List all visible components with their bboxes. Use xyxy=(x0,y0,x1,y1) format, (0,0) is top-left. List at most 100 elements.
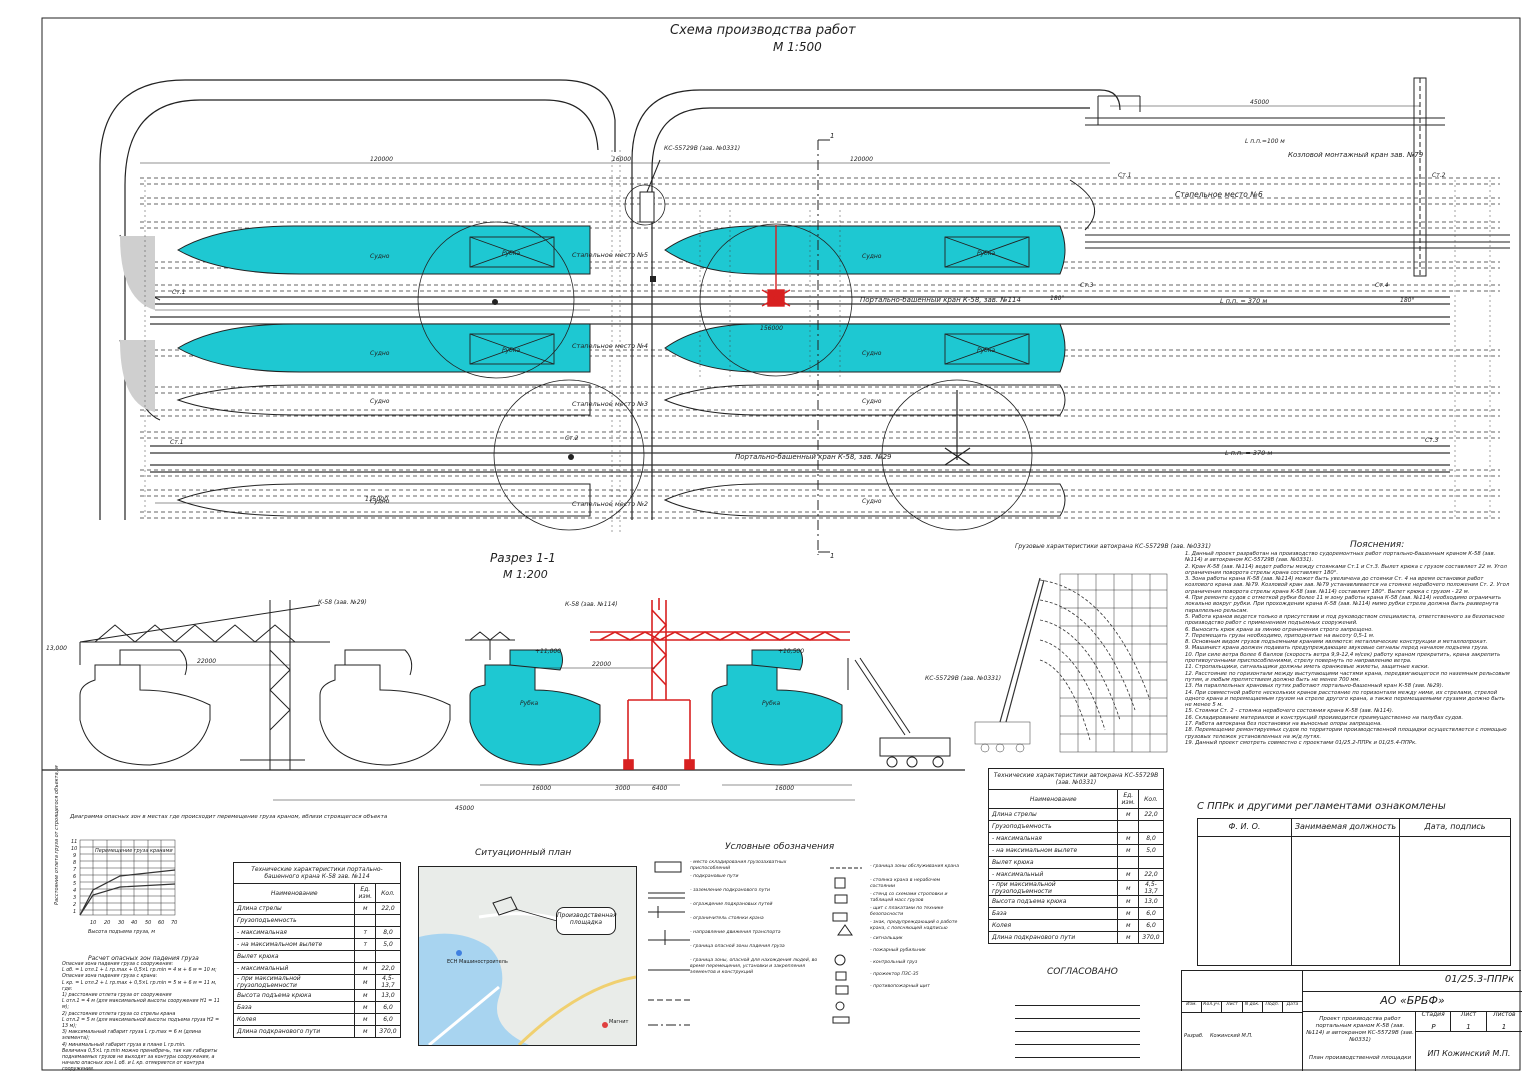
table-cell: Длина подкранового пути xyxy=(232,1025,356,1038)
table-cell: 22,0 xyxy=(375,962,401,975)
x-tick: 60 xyxy=(158,920,164,926)
tb-stage-label: Стадия xyxy=(1416,1011,1452,1031)
tb-author-area: Разраб. Кожинский М.П. xyxy=(1182,1013,1302,1071)
table-cell: 6,0 xyxy=(375,1013,401,1026)
legend-item: - стоянка крана в нерабочем состоянии xyxy=(870,878,941,889)
tb-project: Проект производства работ портальным кра… xyxy=(1306,1016,1414,1043)
label-track-length-1: L п.п. = 370 м xyxy=(1220,297,1267,305)
table-cell: м xyxy=(1117,808,1139,821)
note-item: 8. Основным видом грузов подъемными кран… xyxy=(1185,639,1488,646)
table-cell xyxy=(375,950,401,963)
legend-title: Условные обозначения xyxy=(725,842,835,852)
section-dim-3000: 3000 xyxy=(615,785,630,792)
table-cell: м xyxy=(354,1013,376,1026)
section-crane-29 xyxy=(79,600,330,770)
dim-156000: 156000 xyxy=(760,325,783,332)
label-crane114: Портально-башенный кран К-58, зав. №114 xyxy=(860,296,1021,304)
legend-item: - ограждение подкрановых путей xyxy=(690,902,773,907)
angle-180-a: 180° xyxy=(1050,295,1064,302)
section-autocrane xyxy=(847,657,951,768)
legend-item: - граница зоны, опасной для нахождения л… xyxy=(690,958,818,975)
table-cell xyxy=(1138,856,1164,869)
stop-st1-gantry: Ст.1 xyxy=(1118,172,1131,179)
calc-line: 3) максимальный габарит груза L гр.max =… xyxy=(62,1030,201,1042)
main-scale: М 1:500 xyxy=(773,40,822,54)
grid-lines xyxy=(144,150,1491,535)
table-cell: т xyxy=(354,938,376,951)
tb-project-cell: Проект производства работ портальным кра… xyxy=(1302,1011,1416,1071)
agreed-label: СОГЛАСОВАНО xyxy=(1047,967,1118,977)
crane-114-plan xyxy=(761,225,791,307)
section-ships-outline xyxy=(79,649,451,766)
label-ship-6: Судно xyxy=(862,398,882,405)
note-item: 14. При совместной работе нескольких кра… xyxy=(1185,689,1505,709)
note-item: 5. Работа кранов ведется только в присут… xyxy=(1185,613,1505,627)
autocrane-load-chart xyxy=(974,573,1168,753)
spec-k58-title: Технические характеристики портально-баш… xyxy=(233,862,401,884)
ship-outlines xyxy=(119,179,1095,517)
legend-item: - пожарный рубильник xyxy=(870,948,926,953)
label-ship-1: Судно xyxy=(370,253,390,260)
site-poi-magnit: Магнит xyxy=(609,1019,629,1025)
label-ship-3: Судно xyxy=(370,350,390,357)
x-tick: 40 xyxy=(131,920,137,926)
tb-author: Кожинский М.П. xyxy=(1210,1033,1253,1039)
section-label-autocrane: КС-55729В (зав. №0331) xyxy=(925,675,1001,682)
legend-item: - противопожарный щит xyxy=(870,984,930,989)
y-tick: 7 xyxy=(73,867,77,873)
site-plan-map: Производственная площадка ЕСН Машиностро… xyxy=(418,866,637,1046)
stop-st3-a: Ст.3 xyxy=(1080,282,1094,289)
tb-col: Изм. xyxy=(1182,1002,1203,1012)
table-cell: м xyxy=(1117,868,1139,881)
table-cell: м xyxy=(1117,880,1139,896)
table-cell xyxy=(1117,856,1139,869)
y-tick: 11 xyxy=(71,839,77,845)
table-row: Грузоподъемность xyxy=(232,914,401,927)
ack-col-date: Дата, подпись xyxy=(1424,822,1486,831)
dim-120000-a: 120000 xyxy=(370,156,393,163)
stop-st1-a: Ст.1 xyxy=(172,289,185,296)
section-scale: М 1:200 xyxy=(503,568,548,581)
danger-diagram-title: Диаграмма опасных зон в местах где проис… xyxy=(69,814,388,820)
section-lifted-frames xyxy=(465,631,515,660)
y-tick: 2 xyxy=(73,902,76,908)
table-row: Вылет крюка xyxy=(987,856,1164,869)
tb-rev-row: Изм. Кол.уч. Лист N док. Подп. Дата xyxy=(1182,1001,1302,1013)
table-cell: Длина стрелы xyxy=(232,902,356,915)
table-cell: 6,0 xyxy=(1138,907,1164,920)
legend-item: - место складирования грузозахватных при… xyxy=(690,860,787,871)
label-gantry: Козловой монтажный кран зав. №79 xyxy=(1288,151,1424,159)
calc-line: Опасная зона падения груза с крана: xyxy=(62,974,158,980)
site-callout: Производственная площадка xyxy=(556,907,617,935)
spec-k58-h2: Кол. xyxy=(375,883,401,903)
tb-stage-values: Р 1 1 xyxy=(1416,1017,1522,1031)
dim-115000: 115000 xyxy=(365,496,388,503)
table-cell: 22,0 xyxy=(375,902,401,915)
label-wheelhouse-4: Рубка xyxy=(977,347,995,354)
title-block: 01/25.3-ППРк АО «БРБФ» Изм. Кол.уч. Лист… xyxy=(1181,970,1522,1071)
tb-sheets-label: Листов xyxy=(1493,1011,1516,1018)
section-dims xyxy=(95,664,855,801)
legend-item: - заземление подкранового пути xyxy=(690,888,771,893)
table-cell: Длина подкранового пути xyxy=(987,931,1119,944)
tb-col: Лист xyxy=(1222,1002,1243,1012)
calc-line: Величина 0,5×L гр.min можно пренебречь, … xyxy=(62,1048,218,1073)
section-crane-114 xyxy=(590,598,850,770)
crane-29-plan xyxy=(944,390,971,466)
calc-line: Опасная зона падения груза с сооружения: xyxy=(62,962,174,967)
table-cell: 22,0 xyxy=(1138,868,1164,881)
legend-item: - граница зоны обслуживания крана xyxy=(870,864,960,869)
y-tick: 8 xyxy=(73,860,76,866)
table-cell: 6,0 xyxy=(1138,919,1164,932)
note-item: 13. На параллельных крановых путях работ… xyxy=(1185,683,1444,690)
table-cell: Высота подъема крюка xyxy=(987,895,1119,908)
